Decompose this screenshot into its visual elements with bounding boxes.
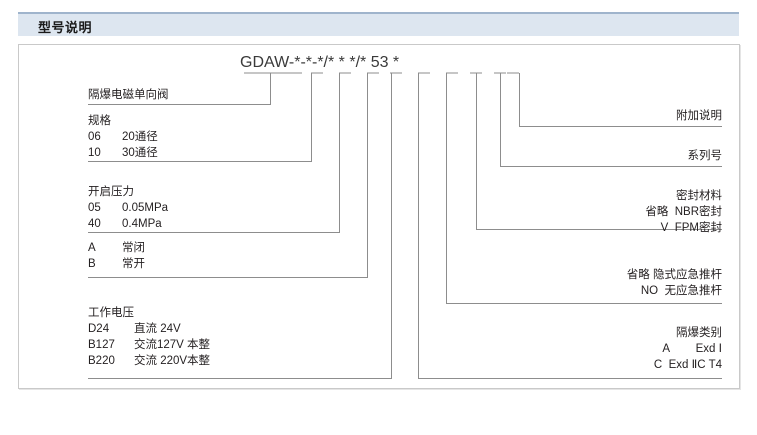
group-additional-description: 附加说明: [676, 108, 722, 124]
group-sealing-material: 密封材料 省略 NBR密封 V FPM密封: [645, 188, 722, 236]
page-title: 型号说明: [38, 20, 93, 35]
option-row: 06 20通径: [88, 129, 158, 145]
option-row: B127 交流127V 本整: [88, 337, 210, 353]
option-row: 05 0.05MPa: [88, 200, 168, 216]
section-header: 型号说明: [18, 12, 739, 36]
group-heading: 工作电压: [88, 307, 134, 319]
option-row: NO 无应急推杆: [627, 283, 722, 299]
option-row: 省略 NBR密封: [645, 204, 722, 220]
group-heading: 密封材料: [676, 190, 722, 202]
option-row: A 常闭: [88, 240, 145, 256]
option-row: 10 30通径: [88, 145, 158, 161]
option-desc: 无应急推杆: [664, 285, 723, 297]
group-explosion-proof-class: 隔爆类别 A Exd Ⅰ C Exd ⅡC T4: [654, 325, 722, 373]
option-code: V: [660, 222, 669, 234]
group-emergency-push-rod: 省略 隐式应急推杆 NO 无应急推杆: [627, 267, 722, 299]
group-heading: 开启压力: [88, 186, 134, 198]
option-code: B220: [88, 355, 115, 367]
group-heading: 隔爆类别: [676, 327, 722, 339]
group-product-name: 隔爆电磁单向阀: [88, 87, 169, 103]
option-code: A: [662, 343, 671, 355]
option-code: 05: [88, 202, 101, 214]
option-desc: 0.4MPa: [122, 218, 162, 230]
option-desc: NBR密封: [674, 206, 722, 218]
option-code: 省略: [626, 269, 650, 281]
option-code: 10: [88, 147, 101, 159]
group-heading: 附加说明: [676, 110, 722, 122]
option-row: V FPM密封: [645, 220, 722, 236]
group-working-voltage: 工作电压 D24 直流 24V B127 交流127V 本整 B220 交流 220V…: [88, 305, 210, 369]
option-code: C: [653, 359, 663, 371]
option-code: B127: [88, 339, 115, 351]
option-desc: Exd ⅡC T4: [668, 359, 722, 371]
option-row: B 常开: [88, 256, 145, 272]
option-desc: FPM密封: [674, 222, 722, 234]
group-heading: 系列号: [687, 150, 723, 162]
model-code-string: GDAW-*-*-*/* * */* 53 *: [240, 54, 399, 72]
group-heading: 隔爆电磁单向阀: [88, 89, 169, 101]
option-desc: 30通径: [122, 147, 158, 159]
option-code: 省略: [645, 206, 669, 218]
option-code: 06: [88, 131, 101, 143]
option-desc: 20通径: [122, 131, 158, 143]
option-code: NO: [640, 285, 659, 297]
group-valve-state: A 常闭 B 常开: [88, 240, 145, 272]
option-row: C Exd ⅡC T4: [654, 357, 722, 373]
option-desc: 0.05MPa: [122, 202, 169, 214]
option-desc: 交流127V 本整: [134, 339, 211, 351]
option-desc: 隐式应急推杆: [653, 269, 722, 281]
group-series-number: 系列号: [688, 148, 723, 164]
option-row: B220 交流 220V本整: [88, 353, 210, 369]
option-desc: Exd Ⅰ: [695, 343, 722, 355]
option-code: D24: [88, 323, 110, 335]
option-code: B: [88, 258, 96, 270]
option-code: 40: [88, 218, 101, 230]
option-desc: 直流 24V: [134, 323, 181, 335]
option-row: 省略 隐式应急推杆: [627, 267, 722, 283]
model-code-text: GDAW-*-*-*/* * */* 53 *: [240, 54, 400, 71]
option-row: D24 直流 24V: [88, 321, 210, 337]
option-row: 40 0.4MPa: [88, 216, 168, 232]
option-desc: 常闭: [122, 242, 145, 254]
option-desc: 交流 220V本整: [134, 355, 211, 367]
group-specification: 规格 06 20通径 10 30通径: [88, 113, 158, 161]
group-opening-pressure: 开启压力 05 0.05MPa 40 0.4MPa: [88, 184, 168, 232]
group-heading: 规格: [88, 115, 111, 127]
option-code: A: [88, 242, 96, 254]
option-row: A Exd Ⅰ: [654, 341, 722, 357]
option-desc: 常开: [122, 258, 145, 270]
